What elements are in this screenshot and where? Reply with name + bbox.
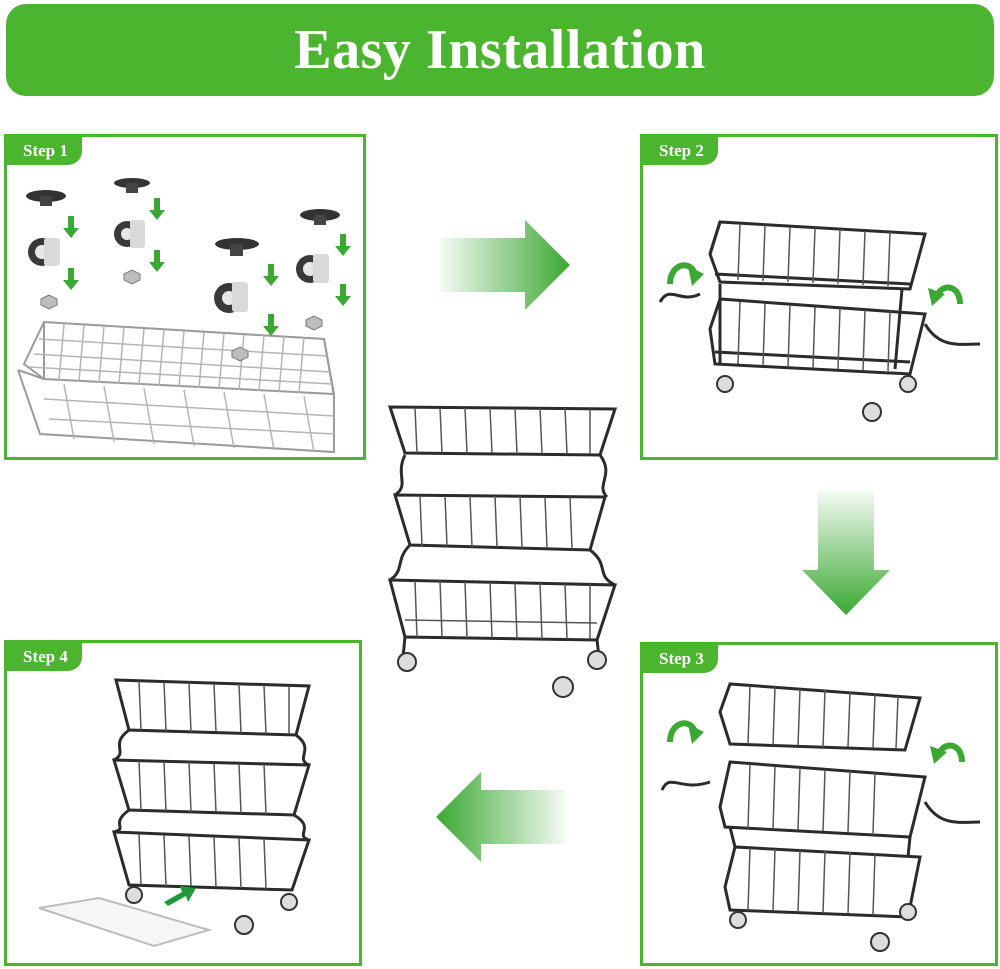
step-1-label: Step 1 [7, 137, 82, 165]
screw-nut-icon [40, 269, 323, 362]
step-2-illustration [658, 220, 981, 422]
arrow-right-icon [440, 220, 570, 310]
step-1-illustration [17, 178, 351, 454]
caster-wheel-icon [26, 190, 66, 266]
step-3-panel: Step 3 [640, 642, 998, 966]
title-banner: Easy Installation [6, 4, 994, 96]
step-3-label: Step 3 [643, 645, 718, 673]
step-2-label: Step 2 [643, 137, 718, 165]
step-4-label: Step 4 [7, 643, 82, 671]
arrow-left-icon [436, 772, 566, 862]
page-title: Easy Installation [294, 19, 706, 81]
assembled-cart-illustration [387, 405, 618, 698]
step-3-illustration [660, 682, 981, 952]
step-1-panel: Step 1 [4, 134, 366, 460]
step-2-panel: Step 2 [640, 134, 998, 460]
step-4-panel: Step 4 [4, 640, 362, 966]
arrow-down-icon [802, 490, 890, 615]
step-4-illustration [38, 678, 312, 948]
